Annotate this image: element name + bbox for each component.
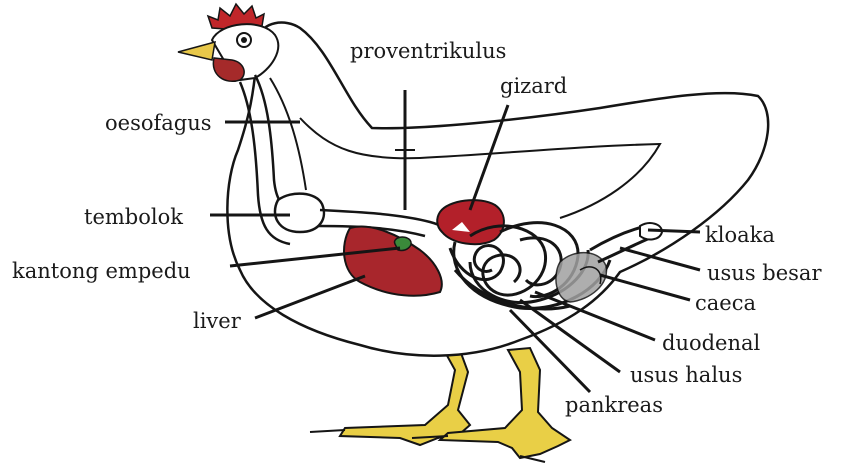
tembolok-crop (275, 194, 324, 232)
label-proventrikulus: proventrikulus (350, 39, 506, 63)
label-kantong-empedu: kantong empedu (12, 259, 191, 283)
leader-kloaka (648, 230, 700, 232)
leader-caeca (600, 275, 690, 300)
label-usus-besar: usus besar (707, 261, 822, 285)
label-duodenal: duodenal (662, 331, 761, 355)
label-gizard: gizard (500, 74, 567, 98)
label-pankreas: pankreas (565, 393, 663, 417)
label-caeca: caeca (695, 291, 756, 315)
body-outline (227, 23, 768, 356)
label-liver: liver (193, 309, 242, 333)
label-usus-halus: usus halus (630, 363, 742, 387)
label-oesofagus: oesofagus (105, 111, 212, 135)
head (178, 4, 278, 81)
beak (178, 42, 215, 60)
label-kloaka: kloaka (705, 223, 775, 247)
label-tembolok: tembolok (84, 205, 183, 229)
